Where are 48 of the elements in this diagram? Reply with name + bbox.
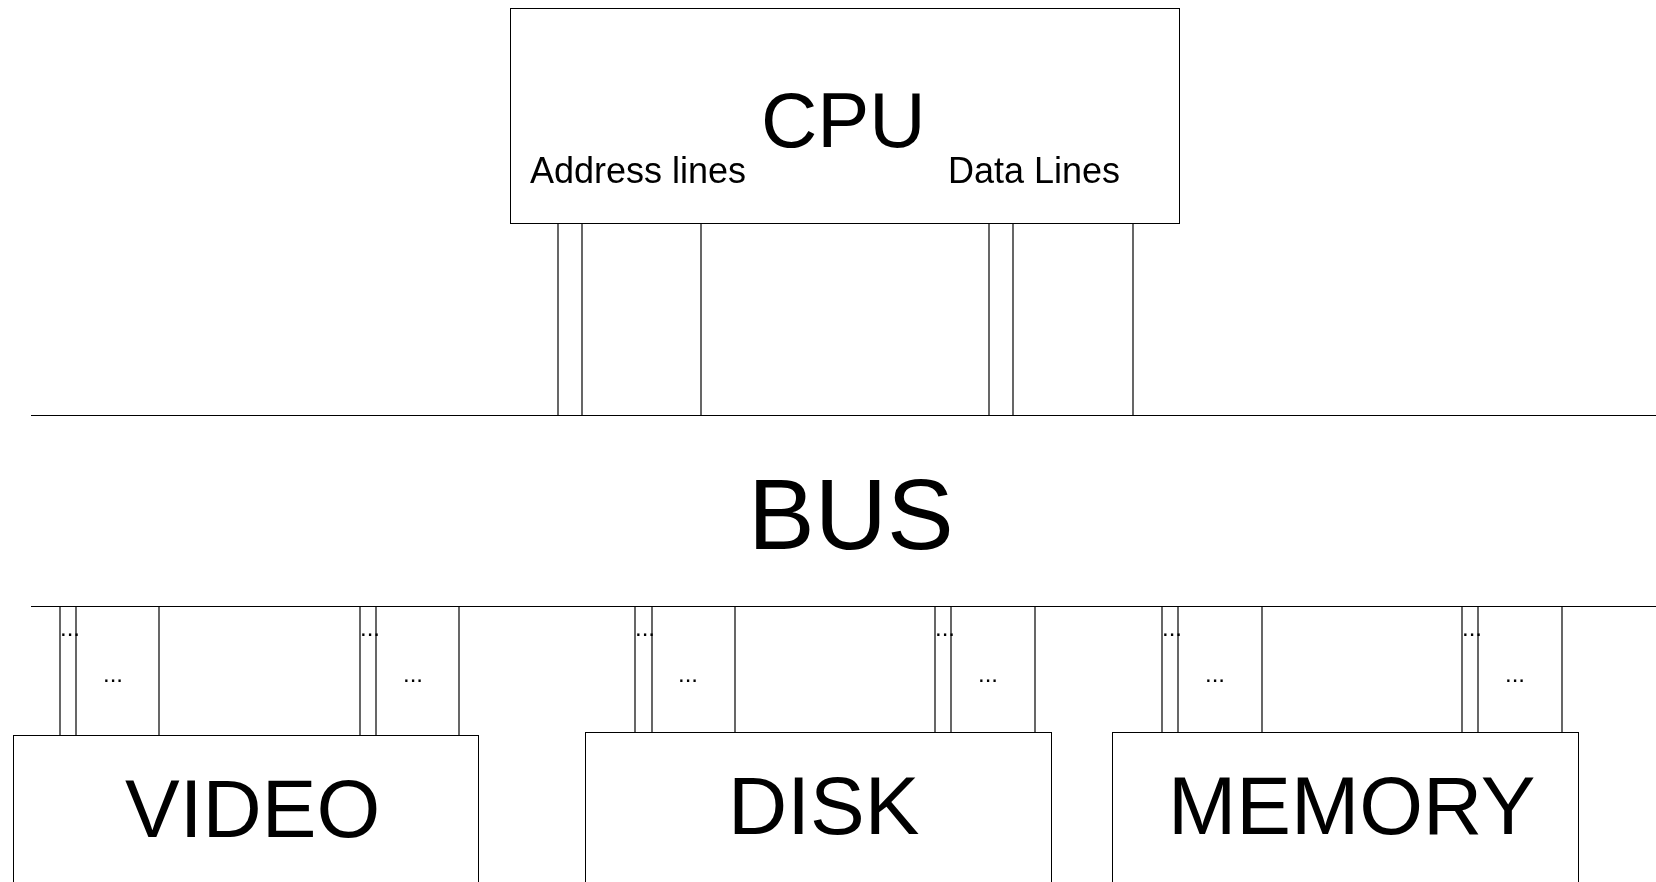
bus-band: [31, 415, 1656, 607]
ellipsis-label: ...: [103, 662, 123, 686]
signal-line: [581, 223, 583, 416]
cpu-box: [510, 8, 1180, 224]
signal-line: [1132, 223, 1134, 416]
signal-line: [1177, 606, 1179, 733]
ellipsis-label: ...: [1462, 616, 1482, 640]
device-box: [585, 732, 1052, 882]
signal-line: [1477, 606, 1479, 733]
ellipsis-label: ...: [978, 662, 998, 686]
signal-line: [1561, 606, 1563, 733]
text-label: Address lines: [530, 153, 747, 189]
signal-line: [1161, 606, 1163, 733]
component-title: BUS: [748, 464, 954, 564]
ellipsis-label: ...: [360, 616, 380, 640]
signal-line: [988, 223, 990, 416]
ellipsis-label: ...: [935, 616, 955, 640]
signal-line: [375, 606, 377, 736]
signal-line: [1012, 223, 1014, 416]
component-title: DISK: [728, 765, 920, 847]
signal-line: [1461, 606, 1463, 733]
signal-line: [634, 606, 636, 733]
ellipsis-label: ...: [1505, 662, 1525, 686]
ellipsis-label: ...: [678, 662, 698, 686]
component-title: VIDEO: [125, 768, 381, 850]
device-box: [13, 735, 479, 882]
signal-line: [557, 223, 559, 416]
signal-line: [934, 606, 936, 733]
ellipsis-label: ...: [1162, 616, 1182, 640]
signal-line: [59, 606, 61, 736]
component-title: CPU: [761, 81, 926, 159]
ellipsis-label: ...: [635, 616, 655, 640]
ellipsis-label: ...: [1205, 662, 1225, 686]
signal-line: [75, 606, 77, 736]
device-box: [1112, 732, 1579, 882]
signal-line: [700, 223, 702, 416]
signal-line: [158, 606, 160, 736]
component-title: MEMORY: [1168, 765, 1536, 847]
signal-line: [651, 606, 653, 733]
signal-line: [950, 606, 952, 733]
signal-line: [1034, 606, 1036, 733]
signal-line: [734, 606, 736, 733]
signal-line: [359, 606, 361, 736]
text-label: Data Lines: [948, 153, 1121, 189]
ellipsis-label: ...: [403, 662, 423, 686]
ellipsis-label: ...: [60, 616, 80, 640]
signal-line: [458, 606, 460, 736]
signal-line: [1261, 606, 1263, 733]
